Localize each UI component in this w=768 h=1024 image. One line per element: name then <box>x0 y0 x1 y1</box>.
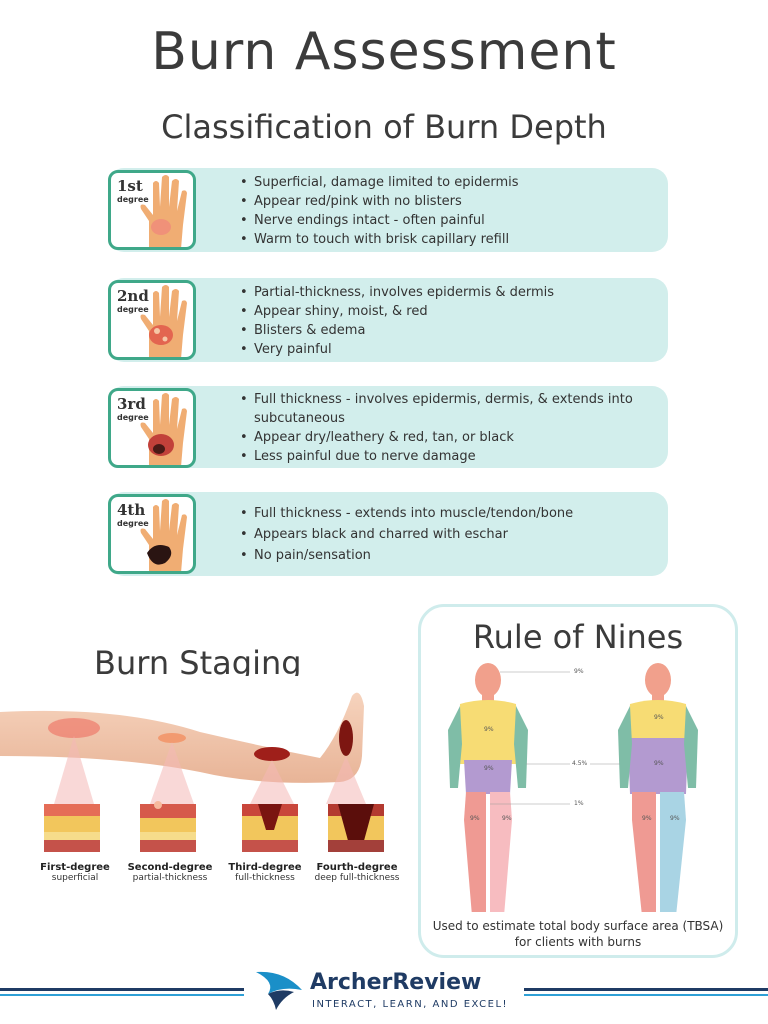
bullet: No pain/sensation <box>240 546 573 565</box>
skin-block-fourth <box>328 804 384 852</box>
skin-block-first <box>44 804 100 852</box>
brand-tagline: INTERACT, LEARN, AND EXCEL! <box>312 999 509 1010</box>
stage-desc: superficial <box>51 873 99 883</box>
degree-card-2nd: 2nd degree Partial-thickness, involves e… <box>108 278 668 362</box>
stage-name: Second-degree <box>127 862 213 873</box>
stage-desc: full-thickness <box>235 873 295 883</box>
degree-number: 3rd <box>117 395 146 413</box>
footer-rule-left-accent <box>0 994 244 996</box>
pct-arm: 4.5% <box>572 760 588 767</box>
brand-name: ArcherReview <box>310 970 482 995</box>
hand-burn-icon <box>140 499 187 571</box>
degree-card-4th: 4th degree Full thickness - extends into… <box>108 492 668 576</box>
bullet: Blisters & edema <box>240 321 554 340</box>
body-front <box>448 663 528 912</box>
degree-word: degree <box>117 305 149 314</box>
rule-of-nines-diagram <box>448 663 698 912</box>
bullet: Warm to touch with brisk capillary refil… <box>240 230 519 249</box>
rule-of-nines-caption: Used to estimate total body surface area… <box>432 919 724 949</box>
pct-front-abdomen: 9% <box>484 765 494 772</box>
degree-word: degree <box>117 519 149 528</box>
stage-label-second: Second-degree partial-thickness <box>115 862 225 883</box>
pct-leg-left: 9% <box>470 815 480 822</box>
degree-4-bullets: Full thickness - extends into muscle/ten… <box>240 504 573 565</box>
degree-1-bullets: Superficial, damage limited to epidermis… <box>240 173 519 249</box>
hand-thumbnail-3rd: 3rd degree <box>108 388 196 468</box>
pct-head: 9% <box>574 668 584 675</box>
stage-desc: deep full-thickness <box>314 873 400 883</box>
pct-back-upper: 9% <box>654 714 664 721</box>
section-title-burn-staging: Burn Staging <box>94 644 302 682</box>
degree-number: 1st <box>117 177 143 195</box>
bullet: Very painful <box>240 340 554 359</box>
hand-burn-icon <box>140 285 187 357</box>
burn-staging-illustration <box>0 676 410 886</box>
bullet: Appears black and charred with eschar <box>240 525 573 544</box>
degree-word: degree <box>117 413 149 422</box>
stage-desc: partial-thickness <box>132 873 208 883</box>
archer-logo-icon <box>256 971 302 1010</box>
stage-name: Third-degree <box>228 862 302 873</box>
pct-leg-right: 9% <box>502 815 512 822</box>
pct-back-leg-right: 9% <box>670 815 680 822</box>
hand-thumbnail-2nd: 2nd degree <box>108 280 196 360</box>
bullet: Superficial, damage limited to epidermis <box>240 173 519 192</box>
hand-thumbnail-4th: 4th degree <box>108 494 196 574</box>
stage-name: Fourth-degree <box>316 862 398 873</box>
stage-label-first: First-degree superficial <box>20 862 130 883</box>
stage-label-fourth: Fourth-degree deep full-thickness <box>302 862 412 883</box>
pct-front-chest: 9% <box>484 726 494 733</box>
hand-burn-icon <box>140 393 187 465</box>
bullet: Partial-thickness, involves epidermis & … <box>240 283 554 302</box>
hand-thumbnail-1st: 1st degree <box>108 170 196 250</box>
skin-block-second <box>140 801 196 852</box>
stage-name: First-degree <box>40 862 110 873</box>
bullet: Nerve endings intact - often painful <box>240 211 519 230</box>
degree-word: degree <box>117 195 149 204</box>
footer-rule-left <box>0 988 244 991</box>
bullet: Appear red/pink with no blisters <box>240 192 519 211</box>
footer-rule-right-accent <box>524 994 768 996</box>
pct-back-lower: 9% <box>654 760 664 767</box>
section-title-rule-of-nines: Rule of Nines <box>472 618 684 656</box>
bullet: Less painful due to nerve damage <box>240 447 634 466</box>
page-title: Burn Assessment <box>151 22 617 82</box>
bullet: Appear dry/leathery & red, tan, or black <box>240 428 634 447</box>
hand-burn-icon <box>140 175 187 247</box>
pct-back-leg-left: 9% <box>642 815 652 822</box>
pct-genital: 1% <box>574 800 584 807</box>
stage-label-third: Third-degree full-thickness <box>210 862 320 883</box>
degree-number: 2nd <box>117 287 149 305</box>
degree-2-bullets: Partial-thickness, involves epidermis & … <box>240 283 554 359</box>
degree-number: 4th <box>117 501 146 519</box>
degree-card-1st: 1st degree Superficial, damage limited t… <box>108 168 668 252</box>
bullet: Appear shiny, moist, & red <box>240 302 554 321</box>
degree-card-3rd: 3rd degree Full thickness - involves epi… <box>108 386 668 468</box>
degree-3-bullets: Full thickness - involves epidermis, der… <box>240 390 634 466</box>
section-title-burn-depth: Classification of Burn Depth <box>161 108 607 146</box>
rule-of-nines-panel <box>418 604 738 958</box>
bullet: Full thickness - extends into muscle/ten… <box>240 504 573 523</box>
skin-block-third <box>242 804 298 852</box>
bullet: Full thickness - involves epidermis, der… <box>240 390 634 428</box>
footer-rule-right <box>524 988 768 991</box>
body-back <box>618 663 698 912</box>
